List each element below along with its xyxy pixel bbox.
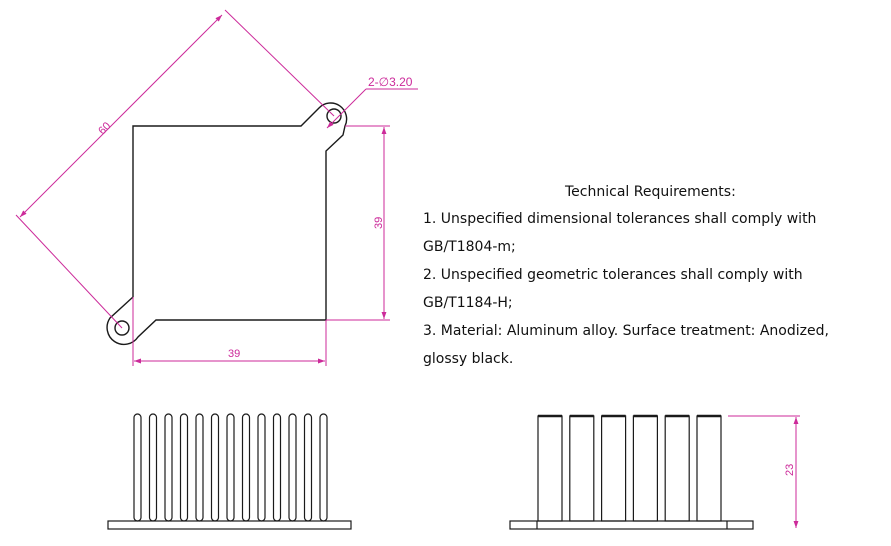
front-fin [303,413,313,522]
side-fin [600,415,627,522]
front-base-plate [107,520,352,530]
front-fin [195,413,204,522]
front-fins [133,413,328,522]
side-fin [632,415,659,522]
side-base-plate [509,520,754,530]
hole-callout-label: 2-∅3.20 [368,75,413,89]
front-fin [288,413,297,522]
requirement-line-1: 1. Unspecified dimensional tolerances sh… [423,211,817,227]
fin-height-dimension [728,415,800,528]
diagonal-dimension [15,9,335,329]
front-fin [319,413,328,522]
front-fin [210,413,220,522]
mounting-hole-top [326,108,342,124]
fin-height-dimension-label: 23 [784,464,796,476]
front-fin [241,413,251,522]
extension-line-bottom [15,214,123,329]
front-fin [257,413,266,522]
diagonal-dimension-line [19,14,223,218]
top-view [106,102,348,346]
front-fin [133,413,142,522]
requirement-line-5: 3. Material: Aluminum alloy. Surface tre… [423,323,829,339]
base-plate-outline [106,102,348,346]
side-fins [537,414,722,522]
front-fin [148,413,158,522]
front-fin [164,413,173,522]
front-fin [179,413,189,522]
requirement-line-3: 2. Unspecified geometric tolerances shal… [423,267,803,283]
width-dimension [132,297,327,366]
side-fin [537,415,563,522]
front-view [107,413,352,530]
height-dimension-label: 39 [373,217,385,229]
extension-line-top [224,9,335,117]
side-fin [569,415,595,522]
front-fin [272,413,282,522]
requirements-title: Technical Requirements: [565,184,736,200]
width-dimension-label: 39 [228,348,240,360]
requirement-line-2: GB/T1804-m; [423,239,516,255]
side-view [509,414,754,530]
requirement-line-6: glossy black. [423,351,514,367]
front-fin [226,413,235,522]
mounting-hole-bottom [114,320,130,336]
hole-callout-leader [326,88,418,129]
side-fin [696,415,722,522]
requirement-line-4: GB/T1184-H; [423,295,513,311]
side-fin [664,415,690,522]
diagonal-dimension-label: 60 [96,120,113,137]
height-dimension [326,125,390,321]
